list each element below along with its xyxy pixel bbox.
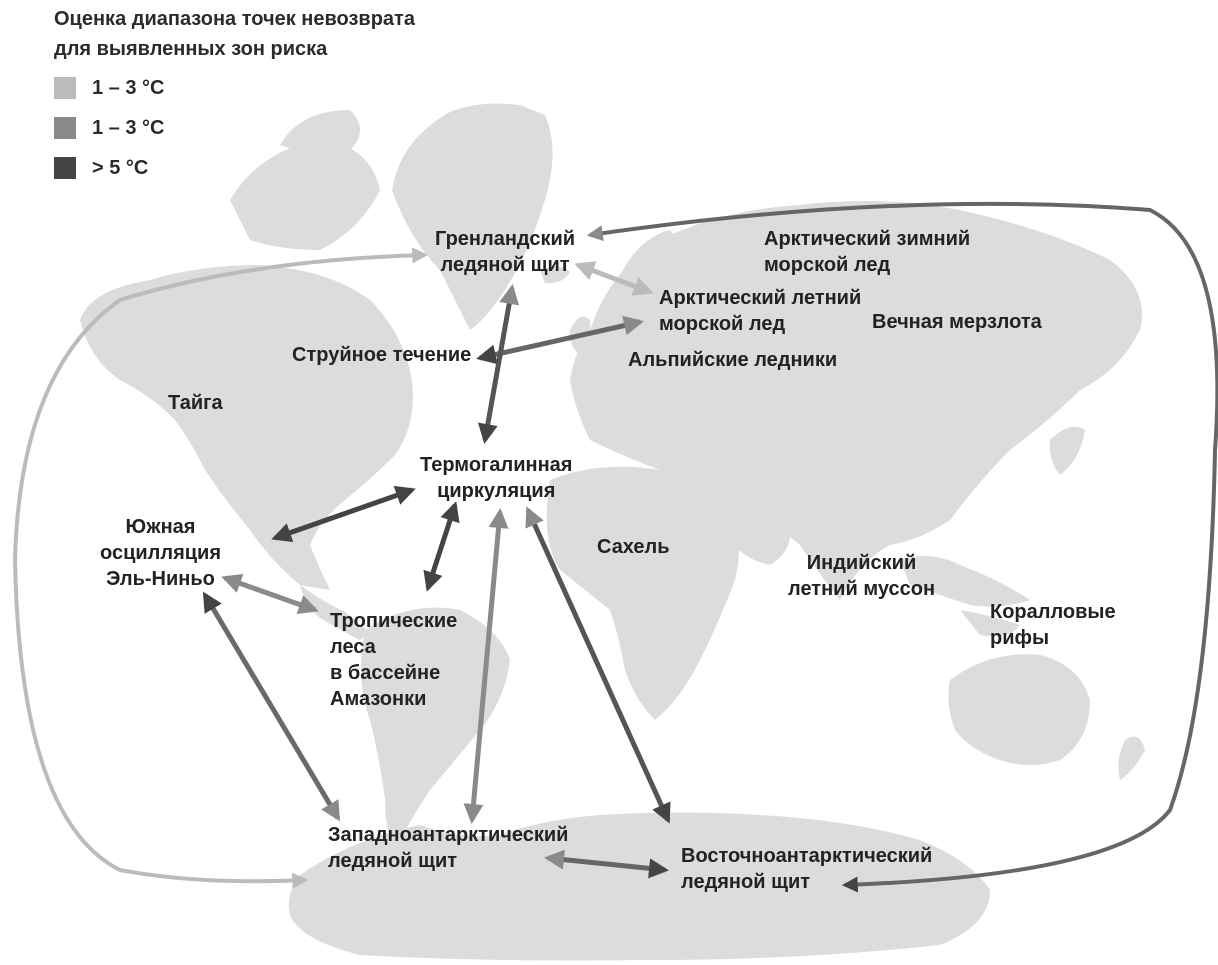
label-greenland: Гренландский ледяной щит [435, 228, 576, 276]
legend-title-line2: для выявленных зон риска [54, 38, 328, 60]
africa-landmass [546, 466, 739, 720]
label-sahel: Сахель [597, 536, 670, 558]
legend-item: 1 – 3 °C [54, 115, 164, 141]
arctic-islands-landmass [230, 140, 380, 250]
legend-label: 1 – 3 °C [92, 116, 165, 139]
arrow-enso-west-antarctic [202, 591, 341, 822]
label-thermohaline: Термогалинная циркуляция [420, 454, 573, 502]
legend-label: > 5 °C [92, 156, 149, 179]
ring-arrow-west [12, 247, 429, 889]
label-west-antarctic: Западноантарктический ледяной щит [328, 824, 569, 872]
label-coral-reefs: Коралловые рифы [990, 601, 1116, 649]
label-amazon: Тропические леса в бассейне Амазонки [330, 610, 458, 710]
arrow-west-east-antarctic [544, 849, 669, 879]
legend-swatch-light [54, 77, 76, 99]
legend-item: 1 – 3 °C [54, 75, 164, 101]
label-jet-stream: Струйное течение [292, 344, 472, 366]
label-taiga: Тайга [168, 392, 223, 414]
label-arctic-winter-ice: Арктический зимний морской лед [764, 228, 971, 276]
legend-swatch-dark [54, 157, 76, 179]
arrow-greenland-thermohaline [477, 284, 520, 444]
label-alpine-glaciers: Альпийские ледники [628, 349, 838, 371]
australia-landmass [948, 654, 1090, 765]
legend-swatch-medium [54, 117, 76, 139]
label-arctic-summer-ice: Арктический летний морской лед [659, 287, 862, 335]
label-east-antarctic: Восточноантарктический ледяной щит [681, 845, 933, 893]
interaction-arrows [202, 261, 671, 879]
arrow-thermohaline-east-antarctic [525, 506, 671, 824]
legend-item: > 5 °C [54, 155, 148, 181]
legend-title-line1: Оценка диапазона точек невозврата [54, 8, 415, 30]
arrow-thermohaline-amazon [423, 501, 460, 592]
arrow-thermohaline-enso [271, 485, 416, 543]
label-enso: Южная осцилляция Эль-Ниньо [100, 516, 222, 590]
legend-label: 1 – 3 °C [92, 76, 165, 99]
arrow-greenland-arctic-summer [574, 261, 654, 296]
label-permafrost: Вечная мерзлота [872, 311, 1042, 333]
arrow-thermohaline-west-antarctic [463, 508, 509, 824]
greenland-landmass [392, 103, 553, 330]
legend-title: Оценка диапазона точек невозврата для вы… [54, 4, 415, 64]
ring-arrow-east [586, 201, 1218, 893]
label-indian-monsoon: Индийский летний муссон [788, 552, 936, 600]
